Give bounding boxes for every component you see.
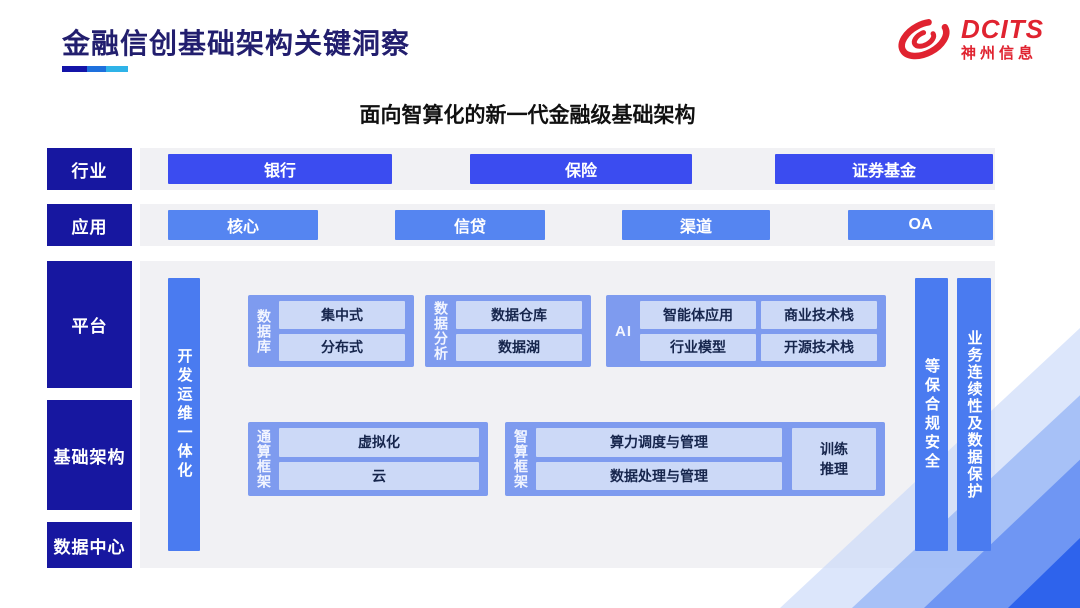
security-compliance-bar: 等保合规安全 [915,278,948,551]
ai-items: 智能体应用 商业技术栈 行业模型 开源技术栈 [640,301,877,361]
app-item-channel: 渠道 [622,210,770,240]
layer-label-datacenter: 数据中心 [47,522,132,568]
layer-label-application: 应用 [47,204,132,246]
ai-item-agent-app: 智能体应用 [640,301,756,329]
database-item-distributed: 分布式 [279,333,405,361]
analytics-item-lake: 数据湖 [456,333,582,361]
training-inference-box: 训练 推理 [792,428,876,490]
compute-item-data-mgmt: 数据处理与管理 [536,461,782,490]
business-continuity-bar: 业务连续性及数据保护 [957,278,991,551]
security-compliance-label: 等保合规安全 [923,357,940,472]
compute-item-cloud: 云 [279,461,479,490]
accent-bar-blue [87,66,106,72]
application-row: 核心 信贷 渠道 OA [140,204,995,246]
intelligent-compute-items: 算力调度与管理 数据处理与管理 [536,428,782,490]
ai-item-industry-model: 行业模型 [640,333,756,361]
general-compute-group: 通算框架 虚拟化 云 [248,422,488,496]
devops-bar: 开发运维一体化 [168,278,200,551]
ai-item-opensource-stack: 开源技术栈 [761,333,877,361]
analytics-group-label: 数据分析 [433,301,449,361]
analytics-items: 数据仓库 数据湖 [456,301,582,361]
database-item-centralized: 集中式 [279,301,405,329]
layer-label-infrastructure: 基础架构 [47,400,132,510]
intelligent-compute-label: 智算框架 [513,429,529,489]
analytics-item-warehouse: 数据仓库 [456,301,582,329]
industry-row: 银行 保险 证券基金 [140,148,995,190]
industry-item-securities: 证券基金 [775,154,993,184]
ai-group: AI 智能体应用 商业技术栈 行业模型 开源技术栈 [606,295,886,367]
accent-bar-navy [62,66,87,72]
layer-label-platform: 平台 [47,261,132,388]
dcits-swirl-icon [898,18,950,60]
page-title: 金融信创基础架构关键洞察 [62,28,411,59]
database-group: 数据库 集中式 分布式 [248,295,414,367]
logo-brand: DCITS [961,14,1044,45]
dcits-logo: DCITS 神州信息 [895,14,1044,64]
industry-item-bank: 银行 [168,154,392,184]
business-continuity-label: 业务连续性及数据保护 [965,329,983,500]
compute-item-virtualization: 虚拟化 [279,428,479,457]
platform-infrastructure-panel: 开发运维一体化 数据库 集中式 分布式 数据分析 数据仓库 数据湖 AI 智能体… [140,261,995,568]
database-items: 集中式 分布式 [279,301,405,361]
ai-group-label: AI [615,322,632,340]
logo-company: 神州信息 [961,44,1038,62]
general-compute-label: 通算框架 [256,429,272,489]
app-item-core: 核心 [168,210,318,240]
intelligent-compute-group: 智算框架 算力调度与管理 数据处理与管理 训练 推理 [505,422,885,496]
compute-item-scheduling: 算力调度与管理 [536,428,782,457]
devops-bar-label: 开发运维一体化 [175,348,193,481]
diagram-title: 面向智算化的新一代金融级基础架构 [359,104,696,127]
analytics-group: 数据分析 数据仓库 数据湖 [425,295,591,367]
ai-item-commercial-stack: 商业技术栈 [761,301,877,329]
general-compute-items: 虚拟化 云 [279,428,479,490]
title-accent-bars [62,66,128,72]
database-group-label: 数据库 [256,308,272,354]
app-item-oa: OA [848,210,993,240]
accent-bar-cyan [106,66,128,72]
logo-text: DCITS 神州信息 [961,16,1044,61]
layer-label-industry: 行业 [47,148,132,190]
app-item-credit: 信贷 [395,210,545,240]
industry-item-insurance: 保险 [470,154,692,184]
